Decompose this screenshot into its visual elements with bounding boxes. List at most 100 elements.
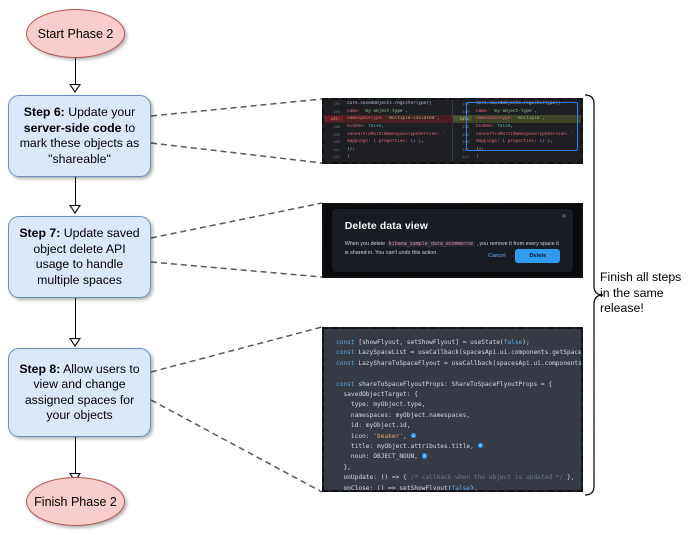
connector-step6-to-step7: [75, 177, 76, 207]
code-line: namespaces: myObject.namespaces,: [336, 411, 471, 419]
diff-code-text: mappings: { properties: {} },: [476, 139, 553, 145]
delete-button[interactable]: Delete: [515, 248, 561, 263]
diff-line-number: 140: [332, 139, 340, 145]
diff-code-text: }: [347, 154, 350, 160]
diff-code-text: hidden: false,: [476, 124, 514, 130]
diff-line-number: 141: [461, 146, 469, 152]
release-note: Finish all steps in the same release!: [600, 270, 690, 317]
diff-code-text: mappings: { properties: {} },: [347, 139, 424, 145]
diff-line-number: 135: [461, 101, 469, 107]
release-note-line-2: in the same: [600, 285, 664, 300]
diff-code-text: core.savedObjects.registerType({: [476, 101, 561, 107]
diff-line-number: 141: [332, 146, 340, 152]
code-line: noun: OBJECT_NOUN, 3: [336, 453, 428, 461]
diff-row: 139 convertToMultiNamespaceTypeVersion: …: [453, 130, 581, 138]
step-7-text: Update saved object delete API usage to …: [33, 226, 140, 287]
diff-code-text: namespaceType: 'multiple',: [476, 116, 545, 122]
step-7-number: Step 7:: [19, 226, 61, 240]
connector-start-to-step6: [75, 58, 76, 86]
diff-row: 138 hidden: false,: [324, 123, 452, 131]
diff-row: 136 name: 'my-object-type',: [453, 108, 581, 116]
diff-line-number: 140: [461, 139, 469, 145]
step-6-number: Step 6:: [23, 105, 65, 119]
diff-row: 135 core.savedObjects.registerType({: [453, 100, 581, 108]
diff-row: 140 mappings: { properties: {} },: [453, 138, 581, 146]
diff-line-number: 142: [461, 154, 469, 160]
diff-line-number: 137-: [324, 116, 343, 122]
node-step-7[interactable]: Step 7: Update saved object delete API u…: [8, 216, 151, 298]
diff-code-text: });: [347, 146, 355, 152]
arrowhead-step6: [69, 84, 81, 93]
code-line: [336, 369, 581, 379]
diff-line-number: 136: [332, 108, 340, 114]
code-line: savedObjectTarget: {: [336, 391, 418, 399]
arrowhead-step8: [69, 338, 81, 347]
dialog-body: When you delete kibana_sample_data_ecomm…: [345, 240, 561, 257]
node-step-8[interactable]: Step 8: Allow users to view and change a…: [8, 348, 151, 437]
cancel-button[interactable]: Cancel: [488, 252, 506, 259]
dialog-body-pre: When you delete: [344, 241, 387, 248]
delete-data-view-dialog: ✕ Delete data view When you delete kiban…: [331, 209, 574, 272]
node-finish-phase-2[interactable]: Finish Phase 2: [26, 477, 125, 526]
code-line: },: [336, 463, 351, 471]
step-6-text-b: to mark these objects as "shareable": [19, 120, 140, 166]
code-line: const [showFlyout, setShowFlyout] = useS…: [336, 339, 530, 346]
diff-code-text: name: 'my-object-type',: [476, 108, 537, 114]
code-line: const shareToSpaceFlyoutProps: ShareToSp…: [336, 380, 553, 388]
diff-row: 137+ namespaceType: 'multiple',: [453, 115, 581, 123]
node-step-6[interactable]: Step 6: Update your server-side code to …: [8, 95, 151, 177]
diff-code-text: namespaceType: 'multiple-isolated',: [347, 116, 440, 122]
code-line: type: myObject.type,: [336, 401, 426, 409]
diff-code-text: });: [476, 146, 484, 152]
step-6-bold: server-side code: [23, 120, 122, 135]
arrowhead-step7: [69, 205, 81, 214]
diff-line-number: 142: [332, 154, 340, 160]
screenshot-react-code: const [showFlyout, setShowFlyout] = useS…: [322, 327, 583, 492]
diff-line-number: 137+: [453, 116, 472, 122]
code-line: onUpdate: () => { /* callback when the o…: [336, 474, 575, 482]
code-line: const LazySpaceList = useCallback(spaces…: [336, 349, 583, 357]
code-line: title: myObject.attributes.title, 2: [336, 443, 483, 451]
diff-line-number: 139: [332, 131, 340, 137]
diff-row: 142}: [324, 153, 452, 161]
diff-row: 141});: [324, 146, 452, 154]
close-icon[interactable]: ✕: [561, 214, 567, 221]
diff-code-text: convertToMultiNamespaceTypeVersion: ': [347, 131, 445, 137]
diff-line-number: 138: [332, 124, 340, 130]
screenshot-delete-dialog: ✕ Delete data view When you delete kiban…: [322, 203, 583, 278]
diff-line-number: 139: [461, 131, 469, 137]
step-8-number: Step 8:: [19, 361, 61, 376]
node-start-phase-2[interactable]: Start Phase 2: [26, 9, 125, 58]
diff-line-number: 136: [461, 108, 469, 114]
diff-code-text: }: [476, 154, 479, 160]
step-8-text: Allow users to view and change assigned …: [24, 361, 140, 423]
diff-row: 136 name: 'my-object-type',: [324, 108, 452, 116]
diff-row: 137- namespaceType: 'multiple-isolated',: [324, 115, 452, 123]
node-step-7-label: Step 7: Update saved object delete API u…: [15, 226, 144, 288]
node-step-6-label: Step 6: Update your server-side code to …: [15, 105, 144, 167]
diff-row: 139 convertToMultiNamespaceTypeVersion: …: [324, 130, 452, 138]
dialog-body-post: , you remove it from every space it is s…: [344, 241, 559, 256]
release-note-line-3: release!: [600, 301, 644, 315]
connector-step7-to-step8: [75, 298, 76, 340]
connector-step8-to-finish: [75, 437, 76, 475]
diff-row: 138 hidden: false,: [453, 123, 581, 131]
code-line: icon: 'beaker', 1: [336, 432, 416, 440]
react-code-block: const [showFlyout, setShowFlyout] = useS…: [324, 329, 581, 490]
dialog-body-code: kibana_sample_data_ecommerce: [386, 241, 475, 248]
annotation-badge: 2: [477, 443, 483, 449]
diff-code-text: name: 'my-object-type',: [347, 108, 408, 114]
code-line: id: myObject.id,: [336, 422, 411, 430]
diff-row: 140 mappings: { properties: {} },: [324, 138, 452, 146]
node-step-8-label: Step 8: Allow users to view and change a…: [15, 362, 144, 424]
node-finish-label: Finish Phase 2: [34, 494, 117, 509]
diff-code-text: core.savedObjects.registerType({: [347, 101, 432, 107]
diff-row: 141});: [453, 146, 581, 154]
release-note-line-1: Finish all steps: [600, 270, 682, 284]
